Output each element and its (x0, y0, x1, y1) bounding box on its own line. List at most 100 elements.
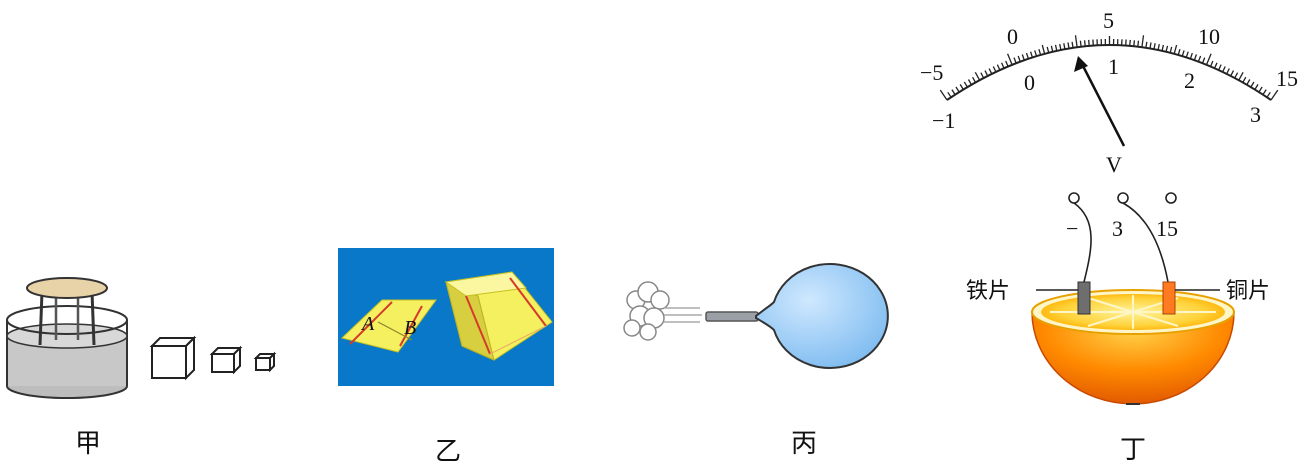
terminal-15: 15 (1156, 216, 1178, 241)
cube-small (253, 351, 277, 373)
dial-tick (1067, 42, 1070, 49)
folded-paper (444, 271, 553, 361)
dial-tick (1161, 44, 1165, 51)
dial-tick (1005, 60, 1009, 67)
dial-tick (963, 81, 968, 88)
iron-plate (1077, 281, 1091, 315)
dial-tick (1074, 35, 1078, 48)
lower-scale-0: 0 (1024, 70, 1035, 95)
dial-tick (959, 84, 964, 90)
dial-tick (992, 66, 997, 73)
dial-tick (1222, 66, 1226, 73)
figure-jia: 甲 (6, 277, 277, 459)
copper-plate (1162, 281, 1176, 315)
dial-tick (951, 89, 956, 95)
terminal-posts (1068, 192, 1177, 204)
dial-tick (974, 71, 981, 81)
dial-tick (1034, 50, 1038, 57)
dial-tick (1079, 40, 1082, 47)
dial-tick (1169, 46, 1173, 53)
caption-yi: 乙 (435, 437, 461, 467)
lower-scale-1: 1 (1108, 54, 1119, 79)
dial-tick (1021, 54, 1025, 61)
dial-tick (1041, 44, 1046, 54)
dial-tick (1189, 52, 1193, 60)
dial-tick (1185, 51, 1189, 58)
dial-tick (1205, 53, 1212, 66)
dial-tick (1266, 91, 1271, 98)
dial-tick (1137, 40, 1140, 47)
small-table (26, 277, 108, 346)
point-b-label: B (404, 317, 416, 339)
dial-tick (947, 91, 952, 98)
dial-tick (1226, 68, 1230, 75)
dial-tick (1262, 89, 1267, 95)
terminal-negative: − (1066, 216, 1078, 241)
balloon (755, 263, 889, 369)
dial-ticks (939, 35, 1279, 101)
dial-tick (1210, 60, 1214, 67)
air-flow-lines (664, 307, 702, 323)
dial-tick (955, 86, 960, 93)
puff-cloud (623, 281, 670, 341)
dial-tick (1017, 55, 1021, 62)
dial-tick (1270, 89, 1279, 101)
point-a-label: A (360, 313, 375, 335)
dial-tick (1050, 45, 1054, 52)
dial-tick (1238, 71, 1244, 81)
dial-tick (988, 68, 993, 75)
tube (705, 311, 759, 322)
dial-tick (1177, 49, 1181, 56)
dial-tick (1193, 54, 1198, 61)
caption-bing: 丙 (791, 429, 817, 459)
figure-bing: 丙 (623, 263, 889, 459)
caption-jia: 甲 (75, 429, 101, 459)
flat-paper: A B (340, 299, 437, 353)
iron-plate-label: 铁片 (966, 279, 1010, 304)
cube-medium (209, 345, 243, 375)
dial-tick (1254, 84, 1259, 90)
upper-scale-15: 15 (1276, 66, 1298, 91)
voltmeter-dial: −5 0 5 10 15 −1 0 1 2 3 (920, 8, 1298, 133)
dial-tick (1025, 52, 1030, 60)
dial-tick (980, 72, 985, 79)
dial-tick (1145, 41, 1148, 48)
upper-scale-0: 0 (1007, 24, 1018, 49)
wire-15 (1122, 202, 1169, 283)
terminal-3: 3 (1112, 216, 1123, 241)
dial-tick (1088, 39, 1090, 46)
dial-tick (939, 89, 948, 101)
dial-tick (1201, 57, 1206, 64)
dial-tick (1157, 43, 1160, 51)
caption-ding: 丁 (1120, 435, 1146, 465)
dial-tick (1006, 53, 1013, 66)
dial-tick (1013, 57, 1017, 64)
dial-tick (1197, 55, 1202, 62)
dial-tick (1071, 41, 1074, 48)
dial-tick (1129, 39, 1131, 46)
dial-tick (1059, 43, 1062, 51)
dial-tick (967, 79, 972, 86)
dial-tick (996, 64, 1001, 71)
dial-tick (1165, 45, 1169, 52)
dial-tick (1029, 51, 1034, 58)
dial-tick (1214, 62, 1218, 69)
dial-tick (1234, 72, 1239, 79)
dial-tick (984, 70, 989, 77)
dial-tick (1250, 81, 1255, 88)
dial-tick (1083, 40, 1086, 47)
dial-tick (1181, 50, 1185, 57)
figure-yi: A B 乙 (338, 248, 554, 467)
copper-plate-label: 铜片 (1226, 279, 1270, 304)
dial-tick (1218, 64, 1222, 71)
dial-tick (1038, 49, 1042, 56)
voltmeter-unit: V (1106, 152, 1122, 177)
dial-tick (1173, 44, 1178, 54)
dial-tick (1246, 79, 1251, 86)
dial-tick (1149, 42, 1152, 49)
wire-negative (1073, 202, 1092, 283)
upper-scale-10: 10 (1198, 24, 1220, 49)
dial-tick (1046, 46, 1050, 53)
figure-ding: −5 0 5 10 15 −1 0 1 2 3 V − 3 15 (920, 8, 1298, 465)
